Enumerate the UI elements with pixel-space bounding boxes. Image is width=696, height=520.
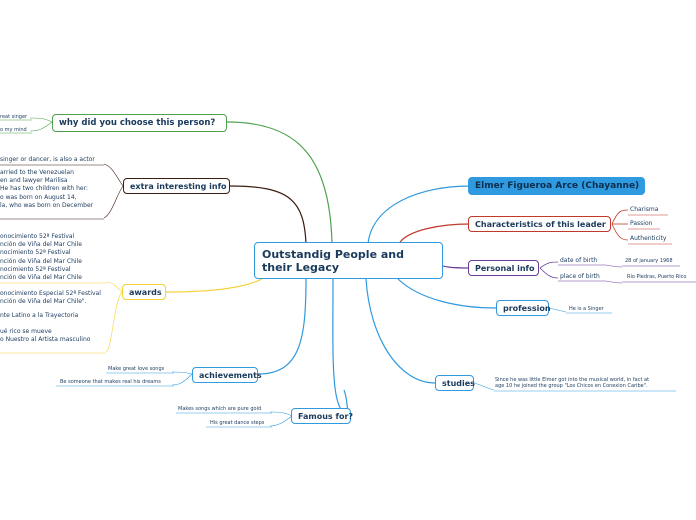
profession-value[interactable]: He is a Singer — [569, 306, 604, 312]
award-item[interactable]: nte Latino a la Trayectoria — [0, 312, 79, 319]
place-of-birth-value[interactable]: Río Piedras, Puerto Rico — [627, 274, 687, 280]
person-name-label: Elmer Figueroa Arce (Chayanne) — [475, 181, 640, 191]
awards-node[interactable]: awards — [122, 284, 166, 300]
extra-info-item[interactable]: singer or dancer, is also a actor — [0, 156, 95, 163]
central-topic[interactable]: Outstandig People and their Legacy — [254, 242, 443, 279]
award-item[interactable]: onocimiento Especial 52ª Festival nción … — [0, 290, 101, 306]
characteristics-label: Characteristics of this leader — [475, 219, 606, 229]
place-of-birth-label[interactable]: place of birth — [560, 273, 600, 280]
achievements-label: achievements — [199, 370, 262, 380]
profession-label: profession — [503, 303, 551, 313]
famous-item[interactable]: His great dance steps — [210, 420, 265, 426]
date-of-birth-value[interactable]: 28 of january 1968 — [625, 258, 673, 264]
award-item[interactable]: onocimiento 52ª Festival nción de Viña d… — [0, 233, 82, 282]
profession-node[interactable]: profession — [496, 300, 551, 316]
why-chosen-item[interactable]: reat singer — [0, 114, 28, 120]
extra-info-node[interactable]: extra interesting info — [123, 178, 230, 194]
characteristics-node[interactable]: Characteristics of this leader — [468, 216, 611, 232]
famous-for-label: Famous for? — [298, 411, 354, 421]
achievement-item[interactable]: Make great love songs — [108, 366, 165, 372]
extra-info-item[interactable]: arried to the Venezuelan en and lawyer M… — [0, 169, 94, 209]
characteristic-item[interactable]: Authenticity — [630, 235, 667, 242]
personal-info-label: Personal info — [475, 263, 535, 273]
characteristic-item[interactable]: Passion — [630, 220, 653, 227]
why-chosen-label: why did you choose this person? — [59, 118, 216, 128]
award-item[interactable]: ué rico se mueve o Nuestro al Artista ma… — [0, 328, 91, 344]
awards-label: awards — [129, 287, 162, 297]
famous-item[interactable]: Makes songs which are pure gold — [178, 406, 262, 412]
central-topic-label: Outstandig People and their Legacy — [262, 247, 404, 274]
studies-value-line1[interactable]: Since he was little Elmer got into the m… — [495, 377, 650, 383]
date-of-birth-label[interactable]: date of birth — [560, 257, 598, 264]
studies-node[interactable]: studies — [435, 375, 475, 391]
famous-for-node[interactable]: Famous for? — [291, 408, 354, 424]
why-chosen-node[interactable]: why did you choose this person? — [52, 114, 227, 132]
achievements-node[interactable]: achievements — [192, 367, 262, 383]
studies-value-line2[interactable]: age 10 he joined the group "Los Chicos e… — [495, 383, 648, 389]
why-chosen-item[interactable]: o my mind — [0, 127, 27, 133]
extra-info-label: extra interesting info — [130, 181, 227, 191]
personal-info-node[interactable]: Personal info — [468, 260, 539, 276]
characteristic-item[interactable]: Charisma — [630, 206, 659, 213]
person-name-node[interactable]: Elmer Figueroa Arce (Chayanne) — [468, 177, 645, 195]
studies-label: studies — [442, 378, 475, 388]
achievement-item[interactable]: Be someone that makes real his dreams — [60, 379, 161, 385]
